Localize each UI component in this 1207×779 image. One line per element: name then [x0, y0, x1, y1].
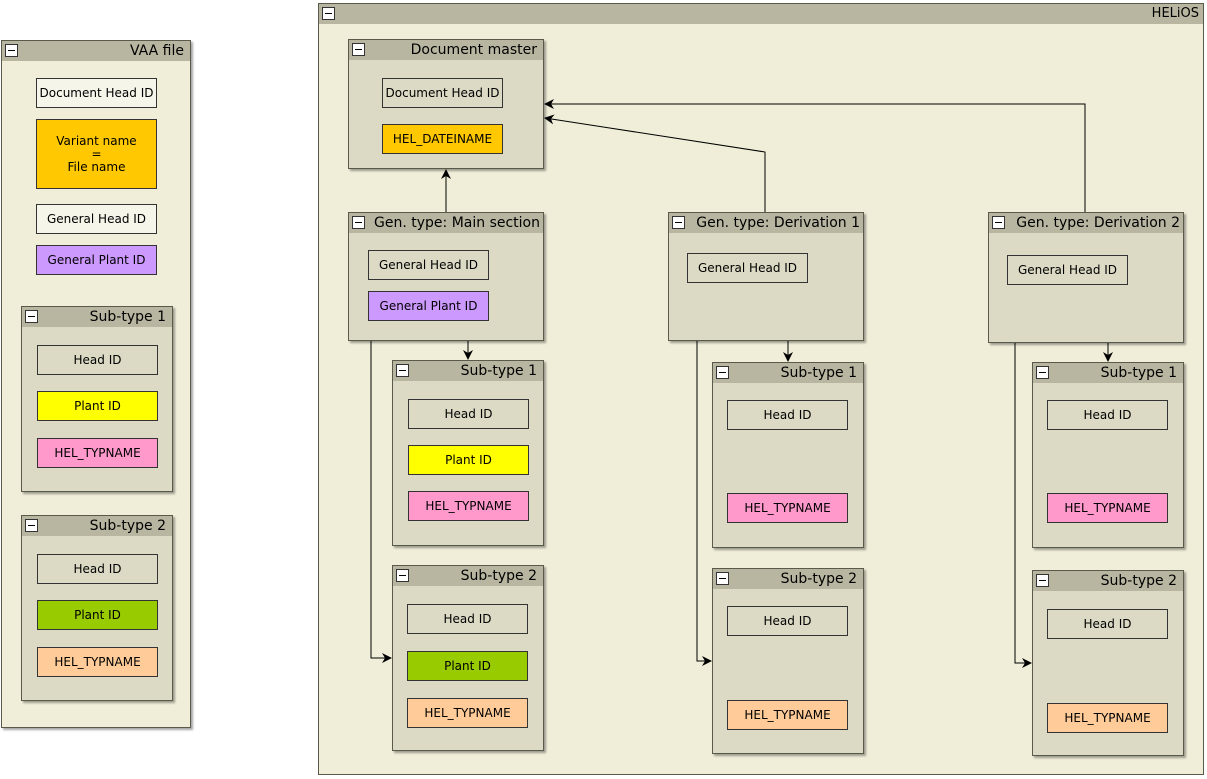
general-plant-id-field: General Plant ID: [36, 245, 157, 275]
hel-typname-field: HEL_TYPNAME: [37, 647, 158, 677]
plant-id-field: Plant ID: [407, 651, 528, 681]
derivation-2-titlebar: Gen. type: Derivation 2: [989, 213, 1183, 233]
collapse-icon[interactable]: [1036, 366, 1049, 379]
document-head-id-field: Document Head ID: [382, 78, 503, 108]
file-name-label: File name: [67, 159, 126, 174]
hel-typname-field: HEL_TYPNAME: [727, 493, 848, 523]
head-id-field: Head ID: [1047, 400, 1168, 430]
hel-typname-field: HEL_TYPNAME: [1047, 703, 1168, 733]
collapse-icon[interactable]: [396, 569, 409, 582]
variant-name-label: Variant name: [56, 133, 137, 148]
deriv2-subtype-1: Sub-type 1 Head ID HEL_TYPNAME: [1032, 362, 1184, 548]
head-id-field: Head ID: [407, 604, 528, 634]
hel-typname-field: HEL_TYPNAME: [408, 491, 529, 521]
equals-sign: =: [91, 146, 102, 161]
head-id-field: Head ID: [727, 400, 848, 430]
collapse-icon[interactable]: [352, 216, 365, 229]
hel-typname-field: HEL_TYPNAME: [1047, 493, 1168, 523]
collapse-icon[interactable]: [352, 43, 365, 56]
subtype-title: Sub-type 1: [780, 365, 857, 381]
deriv2-subtype-2: Sub-type 2 Head ID HEL_TYPNAME: [1032, 570, 1184, 756]
collapse-icon[interactable]: [322, 7, 335, 20]
head-id-field: Head ID: [37, 554, 158, 584]
gen-type-derivation-1: Gen. type: Derivation 1 General Head ID: [668, 212, 864, 341]
subtype-title: Sub-type 2: [460, 568, 537, 584]
main-subtype-1: Sub-type 1 Head ID Plant ID HEL_TYPNAME: [392, 360, 544, 546]
deriv1-subtype-1: Sub-type 1 Head ID HEL_TYPNAME: [712, 362, 864, 548]
collapse-icon[interactable]: [672, 216, 685, 229]
vaa-file-titlebar: VAA file: [2, 41, 190, 61]
main-section-titlebar: Gen. type: Main section: [349, 213, 543, 233]
hel-typname-field: HEL_TYPNAME: [727, 700, 848, 730]
subtype-title: Sub-type 1: [460, 363, 537, 379]
subtype-title: Sub-type 2: [780, 571, 857, 587]
head-id-field: Head ID: [408, 399, 529, 429]
vaa-subtype-2: Sub-type 2 Head ID Plant ID HEL_TYPNAME: [21, 515, 173, 701]
head-id-field: Head ID: [37, 345, 158, 375]
plant-id-field: Plant ID: [408, 445, 529, 475]
subtype-title: Sub-type 1: [1100, 365, 1177, 381]
hel-typname-field: HEL_TYPNAME: [407, 698, 528, 728]
subtype-titlebar: Sub-type 1: [393, 361, 543, 381]
general-head-id-field: General Head ID: [368, 250, 489, 280]
deriv1-subtype-2: Sub-type 2 Head ID HEL_TYPNAME: [712, 568, 864, 754]
vaa-file-title: VAA file: [130, 43, 184, 59]
general-head-id-field: General Head ID: [687, 253, 808, 283]
vaa-file-container: VAA file Document Head ID Variant name =…: [1, 40, 191, 728]
variant-name-field: Variant name = File name: [36, 119, 157, 189]
main-subtype-2: Sub-type 2 Head ID Plant ID HEL_TYPNAME: [392, 565, 544, 751]
subtype-title: Sub-type 2: [89, 518, 166, 534]
subtype-title: Sub-type 1: [89, 309, 166, 325]
general-plant-id-field: General Plant ID: [368, 291, 489, 321]
hel-dateiname-field: HEL_DATEINAME: [382, 124, 503, 154]
vaa-subtype-1: Sub-type 1 Head ID Plant ID HEL_TYPNAME: [21, 306, 173, 492]
document-master: Document master Document Head ID HEL_DAT…: [348, 39, 544, 169]
document-head-id-field: Document Head ID: [36, 78, 157, 108]
general-head-id-field: General Head ID: [36, 204, 157, 234]
collapse-icon[interactable]: [1036, 574, 1049, 587]
main-section-title: Gen. type: Main section: [374, 215, 540, 231]
subtype-titlebar: Sub-type 1: [1033, 363, 1183, 383]
subtype-titlebar: Sub-type 1: [22, 307, 172, 327]
subtype-titlebar: Sub-type 2: [393, 566, 543, 586]
collapse-icon[interactable]: [716, 366, 729, 379]
collapse-icon[interactable]: [25, 310, 38, 323]
document-master-title: Document master: [410, 42, 537, 58]
gen-type-derivation-2: Gen. type: Derivation 2 General Head ID: [988, 212, 1184, 343]
helios-title: HELiOS: [1151, 6, 1199, 21]
subtype-titlebar: Sub-type 2: [22, 516, 172, 536]
derivation-1-title: Gen. type: Derivation 1: [696, 215, 860, 231]
derivation-2-title: Gen. type: Derivation 2: [1016, 215, 1180, 231]
head-id-field: Head ID: [1047, 609, 1168, 639]
plant-id-field: Plant ID: [37, 391, 158, 421]
subtype-titlebar: Sub-type 2: [713, 569, 863, 589]
plant-id-field: Plant ID: [37, 600, 158, 630]
hel-typname-field: HEL_TYPNAME: [37, 438, 158, 468]
collapse-icon[interactable]: [396, 364, 409, 377]
helios-titlebar: HELiOS: [319, 4, 1203, 24]
collapse-icon[interactable]: [25, 519, 38, 532]
collapse-icon[interactable]: [716, 572, 729, 585]
subtype-title: Sub-type 2: [1100, 573, 1177, 589]
subtype-titlebar: Sub-type 2: [1033, 571, 1183, 591]
general-head-id-field: General Head ID: [1007, 255, 1128, 285]
subtype-titlebar: Sub-type 1: [713, 363, 863, 383]
derivation-1-titlebar: Gen. type: Derivation 1: [669, 213, 863, 233]
collapse-icon[interactable]: [992, 216, 1005, 229]
collapse-icon[interactable]: [5, 44, 18, 57]
head-id-field: Head ID: [727, 606, 848, 636]
gen-type-main-section: Gen. type: Main section General Head ID …: [348, 212, 544, 341]
document-master-titlebar: Document master: [349, 40, 543, 60]
